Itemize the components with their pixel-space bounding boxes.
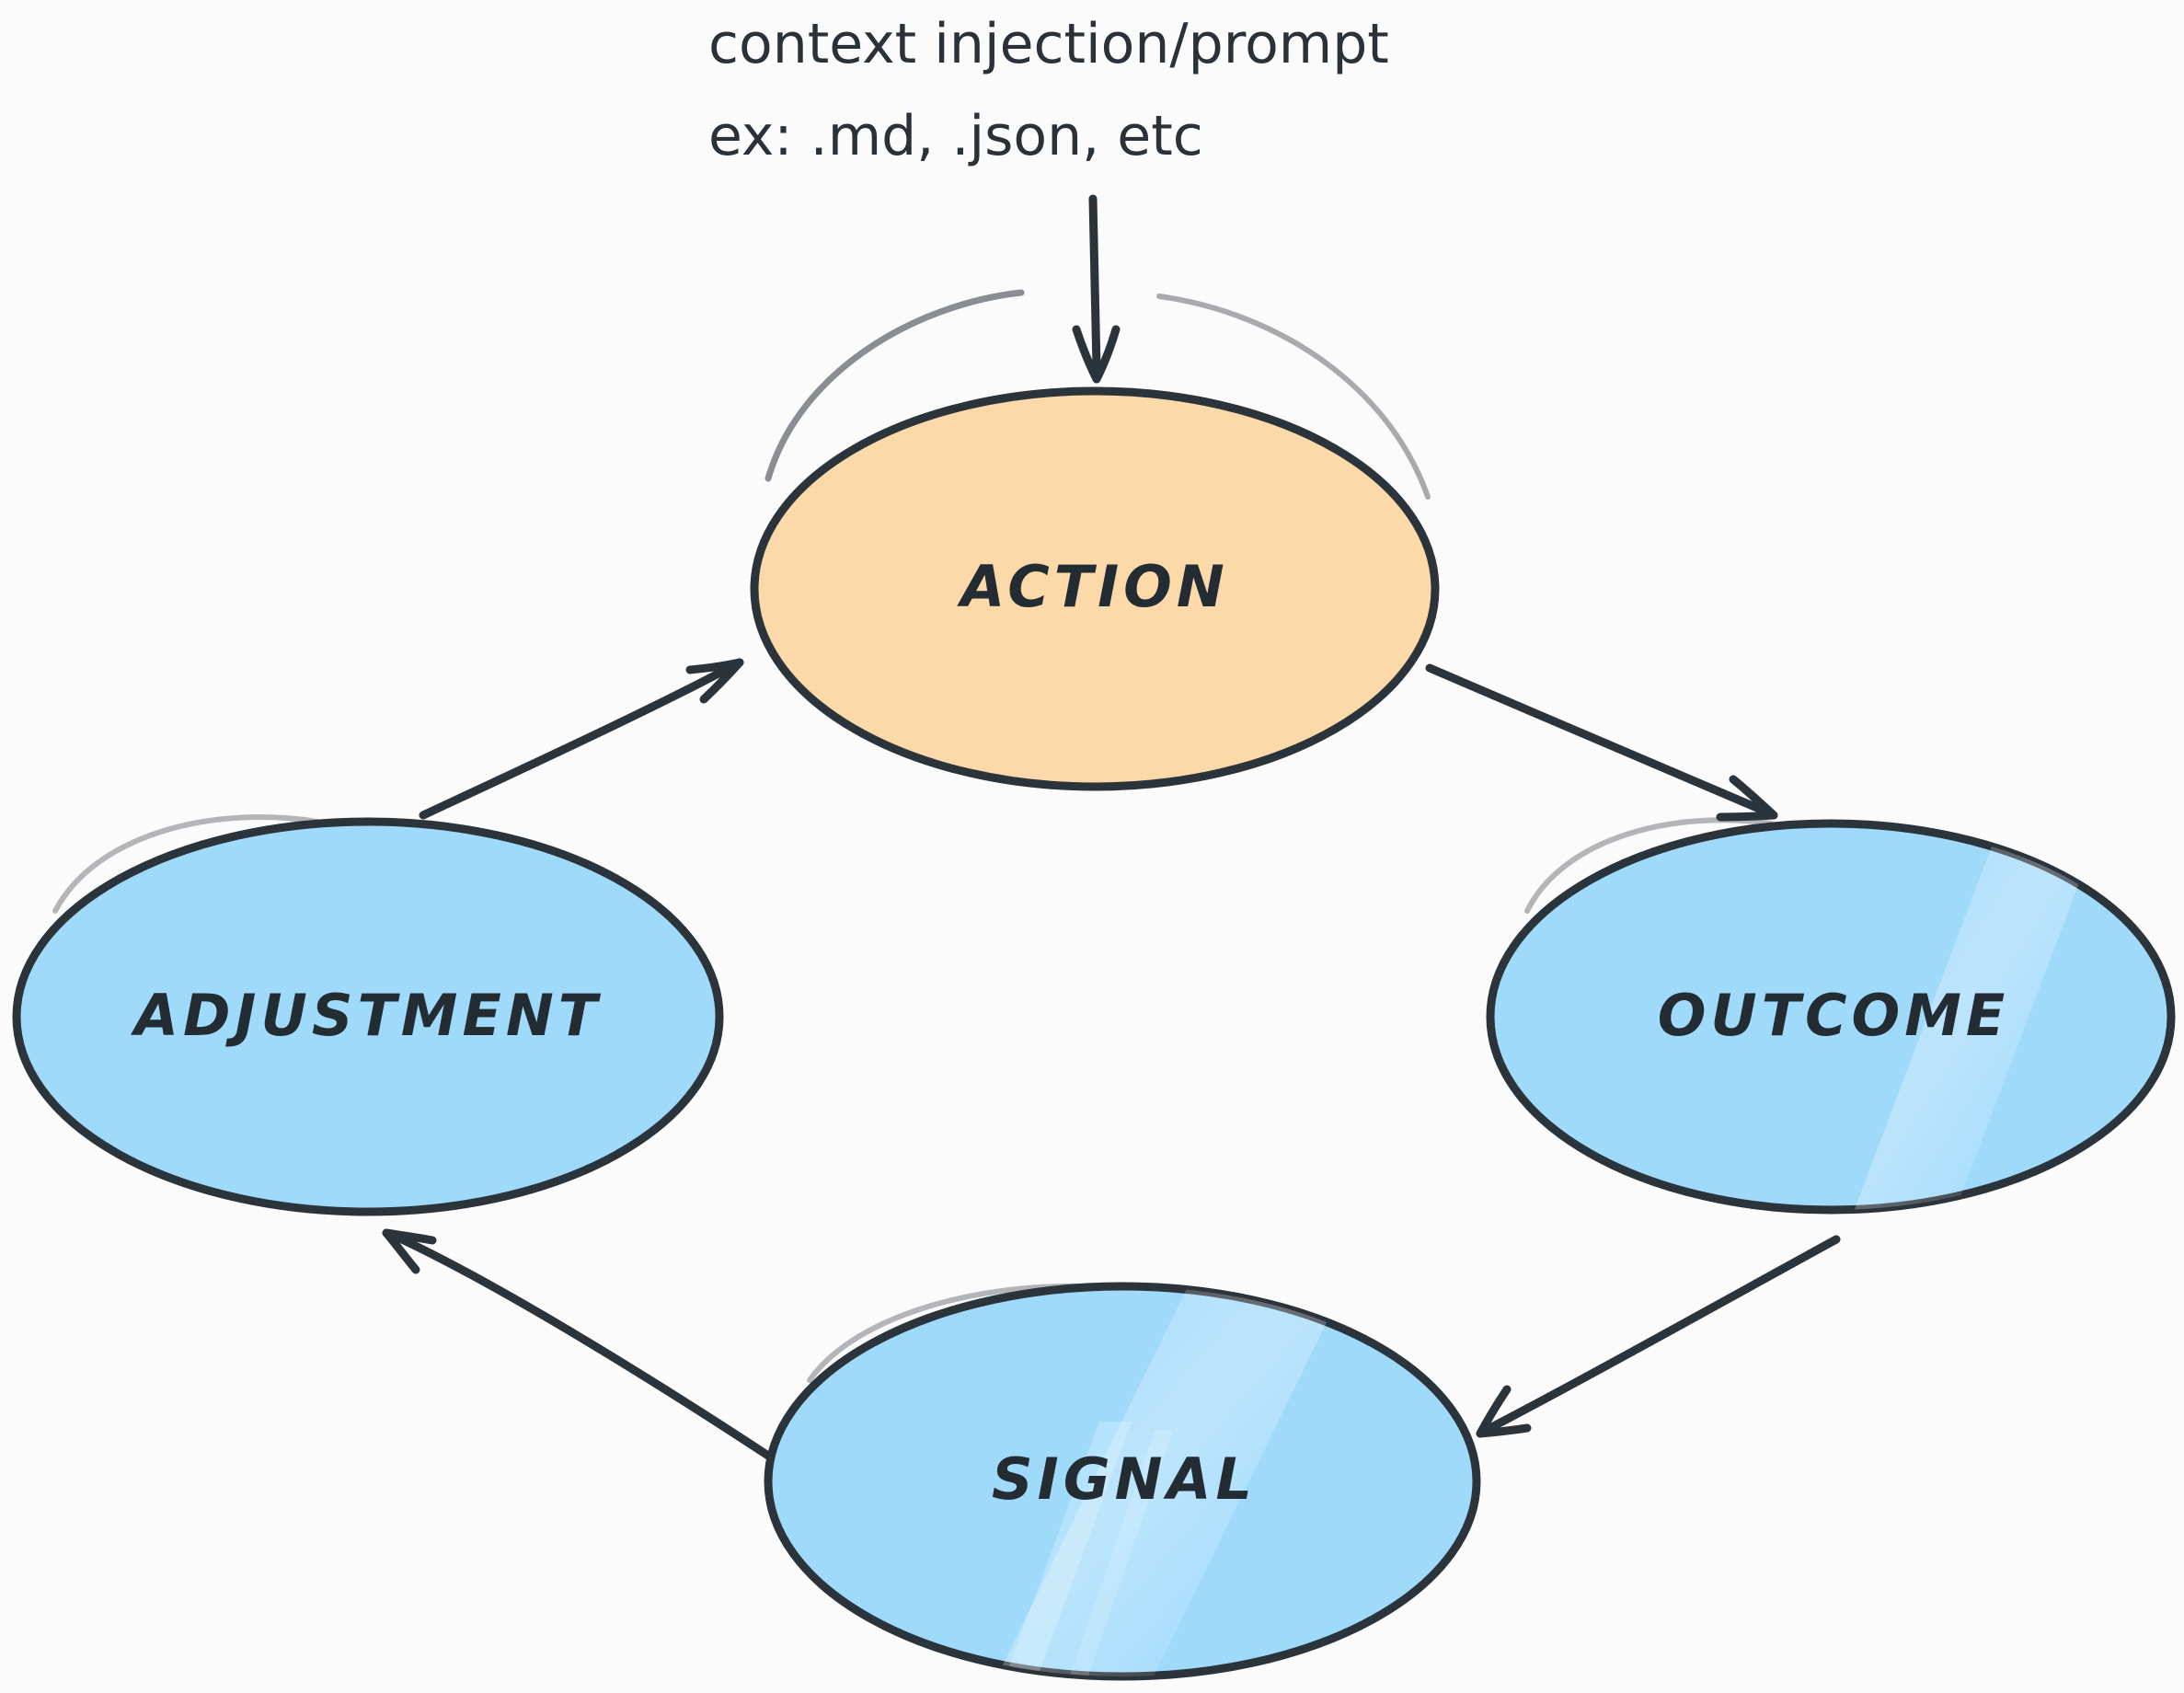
node-signal-label: SIGNAL	[992, 1445, 1257, 1513]
node-adjustment-sketch-stroke	[52, 814, 320, 914]
node-action-sketch-stroke-2	[1156, 294, 1431, 500]
node-outcome[interactable]: OUTCOME	[1486, 810, 2176, 1224]
node-signal-sketch-stroke	[807, 1283, 1088, 1383]
node-action-sketch-stroke	[764, 289, 1025, 482]
annotation-line-1: context injection/prompt	[708, 12, 1389, 76]
node-action[interactable]: ACTION	[750, 289, 1440, 791]
edge-prompt-to-action	[1072, 194, 1121, 384]
annotation-line-2: ex: .md, .json, etc	[708, 104, 1203, 168]
edge-outcome-to-signal	[1476, 1235, 1841, 1438]
node-adjustment[interactable]: ADJUSTMENT	[12, 814, 724, 1216]
node-outcome-label: OUTCOME	[1658, 982, 2010, 1049]
context-injection-annotation: context injection/prompt ex: .md, .json,…	[708, 12, 1389, 168]
node-action-label: ACTION	[956, 553, 1229, 620]
node-signal-glare	[994, 1286, 1352, 1676]
node-adjustment-label: ADJUSTMENT	[130, 982, 602, 1049]
node-outcome-glare	[1849, 823, 2107, 1210]
edge-signal-to-adjustment	[382, 1228, 776, 1462]
node-outcome-sketch-stroke	[1524, 817, 1774, 914]
node-signal[interactable]: SIGNAL	[764, 1270, 1481, 1684]
node-adjustment-shape[interactable]	[12, 817, 724, 1216]
edge-adjustment-to-action	[419, 658, 744, 820]
node-action-shape[interactable]	[750, 386, 1440, 791]
edge-action-to-outcome	[1425, 663, 1778, 822]
